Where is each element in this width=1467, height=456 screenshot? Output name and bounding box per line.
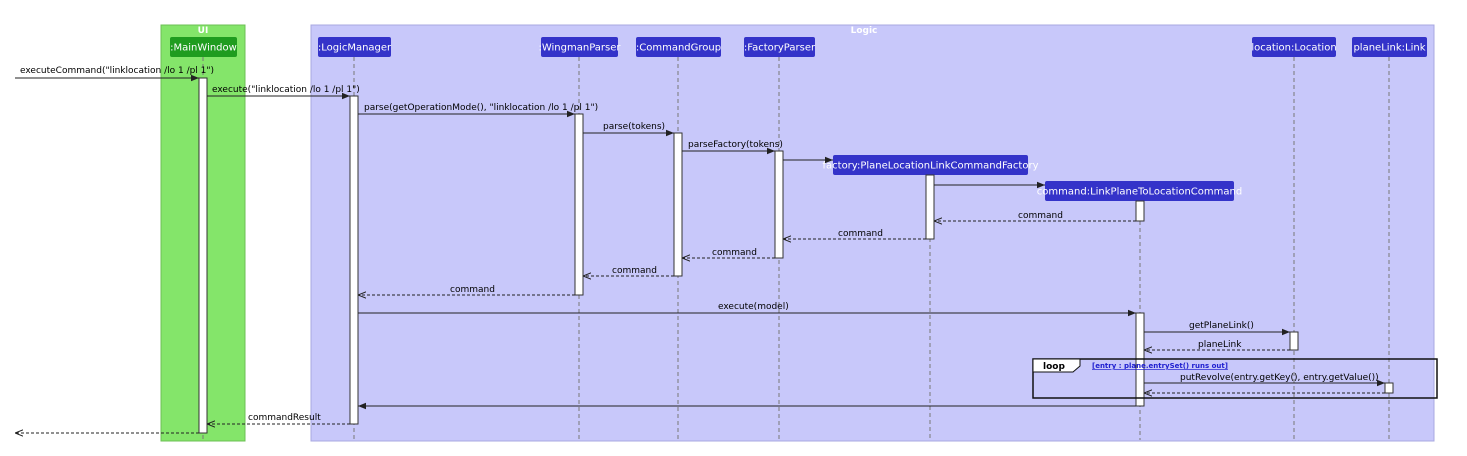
- return-command-to-logic-manager: command: [358, 285, 575, 295]
- participant-logic-manager: :LogicManager: [318, 37, 392, 57]
- svg-text::LogicManager: :LogicManager: [318, 43, 392, 54]
- participant-factory: factory:PlaneLocationLinkCommandFactory: [823, 155, 1039, 175]
- svg-text:commandResult: commandResult: [248, 413, 321, 423]
- svg-text:factory:PlaneLocationLinkComma: factory:PlaneLocationLinkCommandFactory: [823, 161, 1039, 172]
- participant-location: location:Location: [1251, 37, 1337, 57]
- participant-plane-link: planeLink:Link: [1352, 37, 1427, 57]
- svg-text::WingmanParser: :WingmanParser: [538, 43, 621, 54]
- return-command-result: commandResult: [207, 413, 350, 424]
- ui-group-title: UI: [198, 26, 209, 36]
- svg-text::FactoryParser: :FactoryParser: [744, 43, 816, 54]
- svg-text:command: command: [450, 285, 495, 295]
- message-put-revolve: putRevolve(entry.getKey(), entry.getValu…: [1144, 373, 1385, 387]
- message-parse-tokens: parse(tokens): [583, 122, 674, 137]
- svg-text:getPlaneLink(): getPlaneLink(): [1189, 321, 1254, 331]
- svg-text:planeLink: planeLink: [1198, 340, 1242, 350]
- loop-guard: [entry : plane.entrySet() runs out]: [1092, 362, 1228, 370]
- activation-command-group: [673, 132, 683, 277]
- activation-factory: [925, 174, 935, 240]
- logic-group-box: [310, 24, 1435, 442]
- message-execute-model: execute(model): [358, 302, 1136, 317]
- logic-group-title: Logic: [851, 26, 878, 36]
- activation-main-window: [198, 77, 208, 434]
- message-get-plane-link: getPlaneLink(): [1144, 321, 1290, 336]
- activation-logic-manager: [349, 95, 359, 425]
- return-command-to-command-group: command: [682, 248, 775, 258]
- message-execute: execute("linklocation /lo 1 /pl 1"): [207, 85, 360, 100]
- participant-main-window: :MainWindow: [170, 37, 237, 57]
- activation-command-create: [1135, 200, 1145, 222]
- svg-text:command: command: [712, 248, 757, 258]
- svg-text:command:LinkPlaneToLocationCom: command:LinkPlaneToLocationCommand: [1037, 187, 1242, 198]
- participant-command-group: :CommandGroup: [636, 37, 721, 57]
- activation-bars: [198, 77, 1394, 434]
- loop-frame: loop [entry : plane.entrySet() runs out]: [1032, 358, 1438, 399]
- participant-factory-parser: :FactoryParser: [744, 37, 816, 57]
- svg-text:command: command: [838, 229, 883, 239]
- message-execute-command: executeCommand("linklocation /lo 1 /pl 1…: [15, 66, 214, 82]
- return-command-to-factory: command: [934, 211, 1136, 221]
- svg-text::CommandGroup: :CommandGroup: [636, 43, 721, 54]
- svg-text::MainWindow: :MainWindow: [170, 43, 237, 54]
- activation-factory-parser: [774, 150, 784, 259]
- return-plane-link: planeLink: [1144, 340, 1290, 350]
- participant-command: command:LinkPlaneToLocationCommand: [1037, 181, 1242, 201]
- svg-text:execute(model): execute(model): [718, 302, 789, 312]
- svg-text:parse(tokens): parse(tokens): [603, 122, 665, 132]
- activation-location: [1289, 331, 1299, 351]
- svg-text:location:Location: location:Location: [1251, 43, 1336, 54]
- message-parse: parse(getOperationMode(), "linklocation …: [358, 103, 598, 118]
- svg-text:parse(getOperationMode(), "lin: parse(getOperationMode(), "linklocation …: [364, 103, 598, 113]
- activation-plane-link: [1384, 382, 1394, 394]
- svg-text:executeCommand("linklocation /: executeCommand("linklocation /lo 1 /pl 1…: [20, 66, 214, 76]
- svg-text:parseFactory(tokens): parseFactory(tokens): [688, 140, 783, 150]
- svg-text:command: command: [612, 266, 657, 276]
- participant-wingman-parser: :WingmanParser: [538, 37, 621, 57]
- svg-text:command: command: [1018, 211, 1063, 221]
- return-command-to-factory-parser: command: [783, 229, 926, 239]
- svg-text:planeLink:Link: planeLink:Link: [1353, 43, 1425, 54]
- svg-text:putRevolve(entry.getKey(), ent: putRevolve(entry.getKey(), entry.getValu…: [1180, 373, 1379, 383]
- loop-label: loop: [1043, 362, 1065, 372]
- activation-wingman-parser: [574, 113, 584, 296]
- message-parse-factory: parseFactory(tokens): [682, 140, 783, 155]
- return-command-to-wingman-parser: command: [583, 266, 674, 276]
- svg-text:execute("linklocation /lo 1 /p: execute("linklocation /lo 1 /pl 1"): [212, 85, 360, 95]
